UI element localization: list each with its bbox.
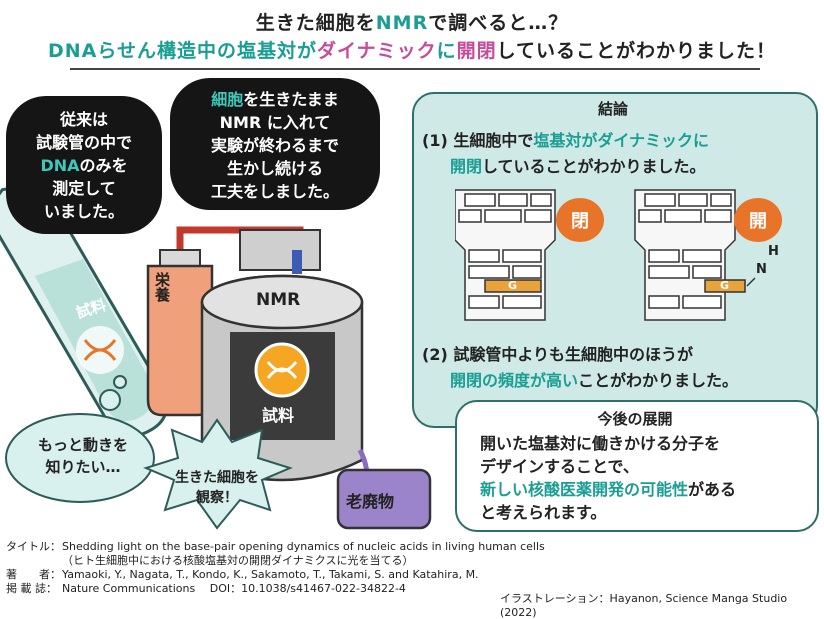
- point-number: (2): [422, 345, 448, 364]
- open-helix-icon: [634, 189, 756, 321]
- citation-label: 掲 載 誌：: [6, 582, 57, 595]
- star-bubble: [143, 418, 293, 530]
- conclusion-point-2: (2) 試験管中よりも生細胞中のほうが 開閉の頻度が高いことがわかりました。: [422, 342, 812, 394]
- base-label-closed: G: [508, 279, 518, 292]
- base-pair-diagram: [455, 189, 756, 321]
- citation-journal: Nature Communications DOI：10.1038/s41467…: [62, 582, 406, 595]
- future-line: 開いた塩基対に働きかける分子を: [480, 434, 721, 453]
- bubble-line: 工夫をしました。: [210, 182, 339, 201]
- citation-title-ja-row: （ヒト生細胞中における核酸塩基対の開閉ダイナミクスに光を当てる）: [6, 554, 566, 568]
- future-line: 新しい核酸医薬開発の可能性がある: [480, 478, 810, 501]
- open-badge: 開: [734, 198, 782, 242]
- thought-bubble: [5, 375, 155, 503]
- citation-title: Shedding light on the base-pair opening …: [62, 540, 545, 553]
- point-highlight: 開閉の頻度が高い: [450, 371, 579, 390]
- conclusion-title: 結論: [597, 100, 628, 118]
- speech-bubble-cells-text: 細胞を生きたまま NMR に入れて 実験が終わるまで 生かし続ける 工夫をしまし…: [170, 88, 380, 203]
- point-highlight: 開閉: [450, 157, 483, 176]
- nmr-machine-icon: [200, 229, 370, 503]
- nmr-sample-label: 試料: [262, 406, 295, 425]
- conclusion-point-1: (1) 生細胞中で塩基対がダイナミックに 開閉していることがわかりました。: [422, 128, 812, 180]
- point-number: (1): [422, 131, 448, 150]
- future-line: と考えられます。: [480, 503, 607, 522]
- headline-text: で調べると…？: [428, 12, 569, 34]
- star-line: 観察！: [196, 490, 238, 506]
- bubble-dna: DNA: [40, 156, 80, 175]
- headline-text: に: [436, 40, 457, 62]
- citation-journal-row: 掲 載 誌： Nature Communications DOI：10.1038/…: [6, 582, 566, 596]
- future-highlight: 新しい核酸医薬開発の可能性: [480, 480, 689, 499]
- nutrient-label: 栄養: [153, 272, 171, 302]
- speech-bubble-test-tube: [6, 96, 162, 234]
- headline-line-2: DNAらせん構造中の塩基対がダイナミックに開閉していることがわかりました！: [0, 36, 824, 63]
- headline-dynamic: ダイナミック: [316, 40, 437, 62]
- illustration-credit: イラストレーション：Hayanon, Science Manga Studio …: [500, 592, 788, 619]
- future-line: デザインすることで、: [480, 457, 639, 476]
- closed-helix-icon: [455, 189, 556, 321]
- future-body: 開いた塩基対に働きかける分子を デザインすることで、 新しい核酸医薬開発の可能性…: [480, 432, 810, 524]
- nmr-label: NMR: [256, 290, 301, 310]
- thought-line: 知りたい…: [45, 458, 121, 476]
- point-text: 試験管中よりも生細胞中のほうが: [453, 345, 694, 364]
- headline-open-close: 開閉: [456, 40, 497, 62]
- speech-bubble-cells: [170, 78, 380, 210]
- closed-badge: 閉: [556, 198, 604, 242]
- thought-bubble-text: もっと動きを 知りたい…: [10, 434, 156, 478]
- headline-line-1: 生きた細胞をNMRで調べると…？: [0, 8, 824, 35]
- bubble-line: NMR に入れて: [219, 113, 331, 132]
- point-text: 生細胞中で: [453, 131, 534, 150]
- bubble-line: 実験が終わるまで: [210, 136, 339, 155]
- citation-title-row: タイトル：Shedding light on the base-pair ope…: [6, 540, 566, 554]
- future-title: 今後の展開: [597, 410, 673, 428]
- citation-author-row: 著 者：Yamaoki, Y., Nagata, T., Kondo, K., …: [6, 568, 566, 582]
- citation-authors: Yamaoki, Y., Nagata, T., Kondo, K., Saka…: [62, 568, 479, 581]
- bubble-line: DNAのみを: [6, 154, 162, 177]
- thought-line: もっと動きを: [37, 436, 128, 454]
- citation-label: 著 者：: [6, 568, 61, 581]
- headline-text: していることがわかりました！: [496, 40, 777, 62]
- atom-h: H: [768, 244, 779, 259]
- bubble-line: 従来は: [59, 110, 108, 129]
- base-label-open: G: [720, 279, 730, 292]
- headline-text: 生きた細胞を: [255, 12, 376, 34]
- bubble-line: いました。: [43, 202, 124, 221]
- point-text: していることがわかりました。: [482, 157, 706, 176]
- atom-n: N: [756, 262, 767, 277]
- future-text: がある: [688, 480, 737, 499]
- bubble-cell: 細胞: [211, 90, 244, 109]
- bubble-line: 細胞を生きたまま: [170, 88, 380, 111]
- waste-container-icon: [336, 468, 432, 530]
- star-line: 生きた細胞を: [175, 470, 259, 486]
- citation-title-ja: （ヒト生細胞中における核酸塩基対の開閉ダイナミクスに光を当てる）: [62, 554, 414, 567]
- future-panel: [455, 400, 819, 532]
- bubble-line: 測定して: [52, 179, 116, 198]
- citation-block: タイトル：Shedding light on the base-pair ope…: [6, 540, 566, 596]
- star-bubble-text: 生きた細胞を 観察！: [160, 468, 274, 508]
- headline-text: DNAらせん構造中の塩基対が: [47, 40, 317, 62]
- waste-label: 老廃物: [346, 492, 395, 511]
- citation-label: タイトル：: [6, 540, 61, 553]
- illustration: [0, 182, 432, 530]
- point-highlight: 塩基対がダイナミックに: [533, 131, 710, 150]
- headline-nmr: NMR: [375, 12, 429, 34]
- speech-bubble-test-tube-text: 従来は 試験管の中で DNAのみを 測定して いました。: [6, 108, 162, 223]
- bubble-line: 試験管の中で: [35, 133, 132, 152]
- point-text: ことがわかりました。: [578, 371, 739, 390]
- headline-divider: [70, 68, 760, 70]
- bubble-text: を生きたまま: [243, 90, 339, 109]
- bubble-text: のみを: [79, 156, 128, 175]
- bubble-line: 生かし続ける: [226, 159, 323, 178]
